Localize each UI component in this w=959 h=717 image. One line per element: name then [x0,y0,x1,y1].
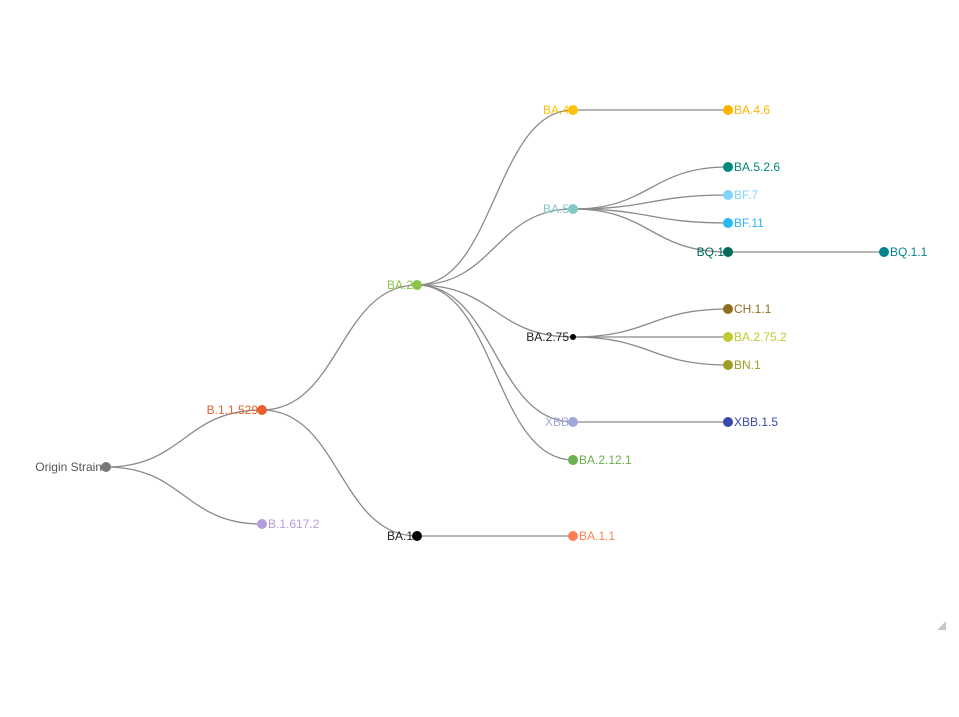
tree-node-dot[interactable] [257,405,267,415]
tree-node-dot[interactable] [723,332,733,342]
tree-node-ba11[interactable]: BA.1.1 [568,529,615,543]
tree-node-dot[interactable] [879,247,889,257]
tree-node-label: BA.2 [387,278,413,292]
tree-node-dot[interactable] [568,531,578,541]
tree-node-ba4[interactable]: BA.4 [543,103,578,117]
tree-node-dot[interactable] [723,162,733,172]
tree-node-label: BA.5.2.6 [734,160,780,174]
tree-node-label: CH.1.1 [734,302,772,316]
tree-node-label: BA.4.6 [734,103,770,117]
tree-link-ba2-xbb [416,284,574,423]
tree-node-bf7[interactable]: BF.7 [723,188,758,202]
tree-node-dot[interactable] [568,455,578,465]
tree-link-ba2-ba4 [416,109,574,286]
tree-node-label: BA.1 [387,529,413,543]
tree-link-origin-b11529 [105,409,263,468]
tree-node-dot[interactable] [101,462,111,472]
tree-node-label: BA.2.75.2 [734,330,787,344]
tree-node-label: BA.4 [543,103,569,117]
tree-node-label: BQ.1.1 [890,245,928,259]
tree-links [105,109,884,537]
tree-link-ba5-bq1 [572,208,729,253]
tree-link-ba5-ba526 [572,166,729,210]
tree-node-dot[interactable] [723,360,733,370]
tree-node-xbb15[interactable]: XBB.1.5 [723,415,778,429]
tree-node-dot[interactable] [723,105,733,115]
tree-node-ba2752[interactable]: BA.2.75.2 [723,330,787,344]
tree-link-origin-b16172 [105,466,263,525]
tree-link-ba5-bf7 [572,194,729,210]
tree-node-label: Origin Strain [35,460,102,474]
tree-node-label: BQ.1 [697,245,725,259]
tree-node-label: BA.1.1 [579,529,615,543]
tree-node-bq1[interactable]: BQ.1 [697,245,733,259]
tree-node-label: BN.1 [734,358,761,372]
tree-link-ba2-ba2121 [416,284,574,461]
tree-node-label: BF.7 [734,188,758,202]
tree-node-ba275[interactable]: BA.2.75 [526,330,576,344]
tree-link-ba2-ba5 [416,208,574,286]
tree-node-bn1[interactable]: BN.1 [723,358,761,372]
tree-node-origin[interactable]: Origin Strain [35,460,111,474]
tree-node-dot[interactable] [257,519,267,529]
tree-link-b11529-ba2 [261,284,418,411]
tree-node-dot[interactable] [723,218,733,228]
tree-node-ba2121[interactable]: BA.2.12.1 [568,453,632,467]
tree-node-label: BA.5 [543,202,569,216]
tree-node-label: BA.2.12.1 [579,453,632,467]
tree-node-bf11[interactable]: BF.11 [723,216,764,230]
tree-node-label: BA.2.75 [526,330,569,344]
tree-node-ba5[interactable]: BA.5 [543,202,578,216]
tree-link-ba5-bf11 [572,208,729,224]
tree-node-label: XBB [545,415,569,429]
tree-node-ba2[interactable]: BA.2 [387,278,422,292]
tree-link-ba275-bn1 [572,336,729,366]
tree-node-dot[interactable] [723,190,733,200]
tree-node-dot[interactable] [723,417,733,427]
tree-node-label: B.1.617.2 [268,517,320,531]
tree-node-ba1[interactable]: BA.1 [387,529,422,543]
resize-grip-icon[interactable] [937,621,946,630]
tree-node-label: BF.11 [734,216,764,230]
tree-node-dot[interactable] [570,334,576,340]
tree-node-b16172[interactable]: B.1.617.2 [257,517,320,531]
tree-node-bq11[interactable]: BQ.1.1 [879,245,928,259]
tree-node-dot[interactable] [568,105,578,115]
tree-node-dot[interactable] [412,280,422,290]
tree-node-dot[interactable] [723,304,733,314]
tree-link-b11529-ba1 [261,409,418,537]
tree-node-dot[interactable] [568,204,578,214]
tree-node-label: B.1.1.529 [207,403,259,417]
tree-node-ch11[interactable]: CH.1.1 [723,302,772,316]
tree-node-label: XBB.1.5 [734,415,778,429]
tree-node-dot[interactable] [412,531,422,541]
tree-node-dot[interactable] [723,247,733,257]
tree-node-xbb[interactable]: XBB [545,415,578,429]
tree-node-dot[interactable] [568,417,578,427]
tree-link-ba275-ch11 [572,308,729,338]
tree-link-ba2-ba275 [416,284,574,338]
tree-node-b11529[interactable]: B.1.1.529 [207,403,267,417]
tree-node-ba526[interactable]: BA.5.2.6 [723,160,780,174]
tree-node-ba46[interactable]: BA.4.6 [723,103,770,117]
